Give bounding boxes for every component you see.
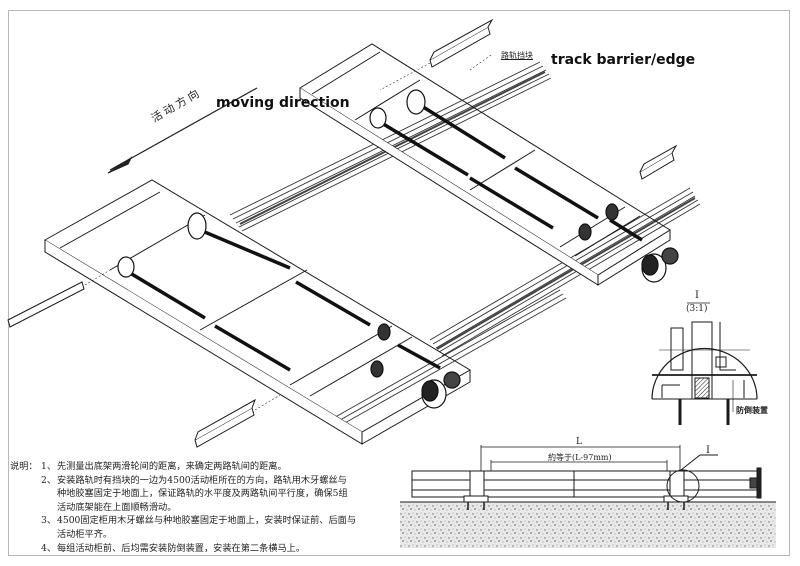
rail-bars-dark [239,71,696,350]
front-shafts [124,228,441,372]
detail-view-i [651,302,758,425]
moving-direction-label: moving direction [216,95,350,111]
installation-notes: 说明： 1、 先测量出底架两滑轮间的距离，来确定两路轨间的距离。 2、 安装路轨… [10,460,400,555]
side-elevation [400,454,776,548]
note-text: 4500固定柜用木牙螺丝与种地胶塞固定于地面上，安装时保证前、后面与 [57,515,357,527]
dimension-l: L [576,437,582,447]
front-handwheel [421,371,461,409]
note-text: 每组活动柜前、后均需安装防倒装置，安装在第二条横马上。 [57,542,306,554]
note-continuation: 种地胶塞固定于地面上，保证路轨的水平度及两路轨间平行度，确保5组 [10,487,400,501]
note-number: 1、 [41,461,57,472]
rear-shafts [379,103,643,242]
front-wheels [117,212,391,378]
barrier-leader-lines [84,54,492,411]
note-text: 活动柜平齐。 [57,528,113,540]
rear-handwheel [641,247,679,283]
note-item: 3、 4500固定柜用木牙螺丝与种地胶塞固定于地面上，安装时保证前、后面与 [10,514,400,528]
note-text: 种地胶塞固定于地面上，保证路轨的水平度及两路轨间平行度，确保5组 [57,488,348,500]
note-number: 2、 [41,474,57,486]
note-text: 先测量出底架两滑轮间的距离，来确定两路轨间的距离。 [57,461,287,472]
note-item: 2、 安装路轨时有挡块的一边为4500活动柜所在的方向，路轨用木牙螺丝与 [10,474,400,488]
note-item: 4、 每组活动柜前、后均需安装防倒装置，安装在第二条横马上。 [10,542,400,556]
anti-tip-device-label: 防倒装置 [736,405,768,415]
track-barrier-label: track barrier/edge [551,52,696,68]
note-number: 4、 [41,542,57,554]
note-continuation: 活动柜平齐。 [10,528,400,542]
note-text: 安装路轨时有挡块的一边为4500活动柜所在的方向，路轨用木牙螺丝与 [57,474,347,486]
front-chassis-frame [44,179,471,445]
moving-direction-arrow [107,87,258,174]
note-item: 说明： 1、 先测量出底架两滑轮间的距离，来确定两路轨间的距离。 [10,460,400,474]
detail-scale: (3:1) [686,304,708,314]
detail-callout: I [695,290,699,301]
track-barrier-label-cn: 路轨挡块 [501,51,533,60]
drawing-frame [8,10,790,556]
track-barrier-brackets [7,18,678,448]
note-text: 活动底架能在上面顺畅滑动。 [57,501,177,513]
dimension-inner: 約等于(L-97mm) [548,453,612,462]
detail-marker-i: I [706,445,710,456]
rear-wheels [369,89,619,241]
note-continuation: 活动底架能在上面顺畅滑动。 [10,501,400,515]
note-number: 3、 [41,515,57,527]
notes-heading: 说明： [10,461,38,472]
dimension-lines [480,445,681,471]
rear-chassis-frame [299,43,671,286]
